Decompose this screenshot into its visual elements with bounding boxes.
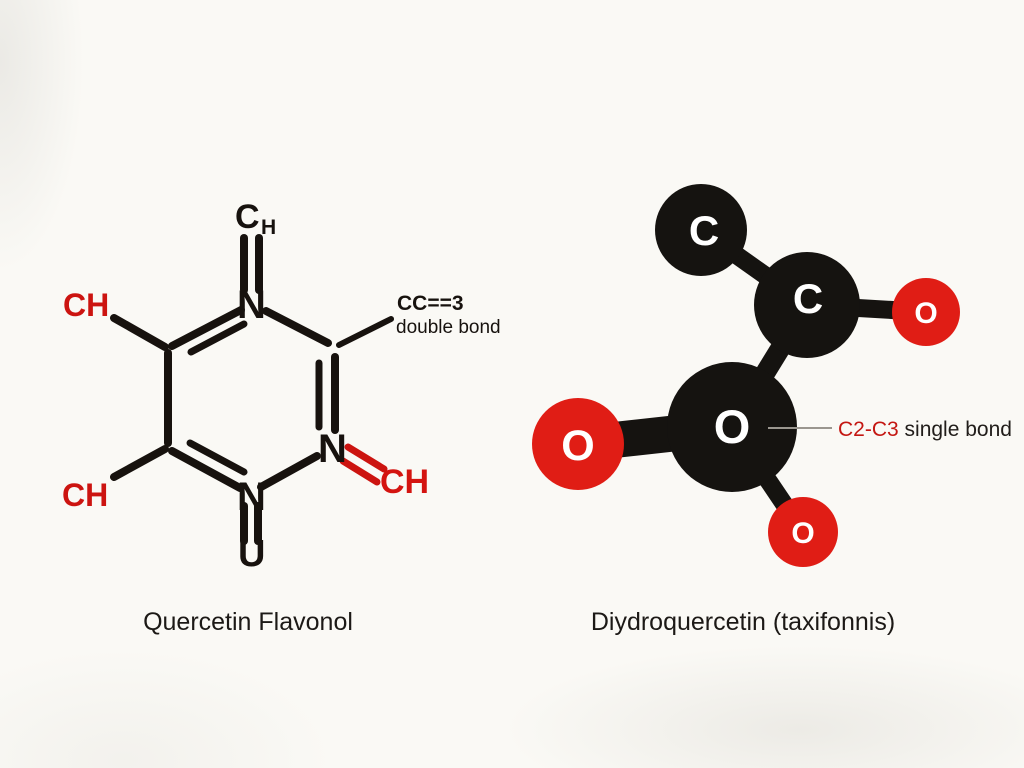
atom-ball-C1 — [655, 184, 747, 276]
single-bond-callout: C2-C3 single bond — [768, 418, 1012, 441]
top-carbon-label: C — [235, 198, 260, 236]
nitrogen-label-top: N — [237, 283, 266, 327]
atom-ball-O-right — [892, 278, 960, 346]
ball-and-stick-structure: C C O O O O C2-C3 single bond Diydroquer… — [532, 184, 1012, 636]
annotation-pointer-line — [336, 316, 394, 348]
nitrogen-label-lower-right: N — [318, 427, 347, 471]
atom-ball-O-central — [667, 362, 797, 492]
flavonol-skeletal-structure: C H N N N U CH CH CH CC==3 double bond Q… — [62, 198, 501, 636]
atom-letter-C2: C — [793, 275, 823, 322]
callout-highlight: C2-C3 — [838, 418, 899, 441]
atom-ball-C2 — [754, 252, 860, 358]
callout-rest: single bond — [899, 418, 1012, 441]
atom-ball-O-bottom — [768, 497, 838, 567]
callout-text: C2-C3 single bond — [838, 418, 1012, 441]
ring-bond-lowerleft-bottomN-outer — [168, 447, 244, 492]
bond-rightN-CH-red-lower — [339, 457, 381, 486]
molecule-atom-letters: C C O O O O — [561, 207, 937, 550]
bond-rightN-CH-red-upper — [344, 443, 388, 473]
u-label-bottom: U — [238, 533, 265, 575]
ch-label-right: CH — [380, 463, 429, 501]
molecule-atoms — [532, 184, 960, 567]
ring-bond-upperright-topN — [262, 307, 332, 347]
nitrogen-label-bottom: N — [237, 475, 266, 519]
ring-bond-topN-upperleft-inner — [187, 320, 248, 356]
bond-lowerleft-CH — [110, 445, 169, 481]
atom-letter-O-bottom: O — [791, 517, 814, 550]
ch-label-lower-left: CH — [62, 477, 108, 513]
ring-bond-bottomN-rightN — [257, 452, 321, 491]
top-carbon-subscript: H — [261, 216, 276, 239]
ch-label-upper-left: CH — [63, 287, 109, 323]
flavonol-exocyclic-bonds — [110, 234, 394, 545]
annotation-cc3: CC==3 — [397, 292, 464, 315]
flavonol-ring — [164, 306, 339, 492]
atom-letter-O-left: O — [561, 422, 594, 470]
right-caption: Diydroquercetin (taxifonnis) — [591, 608, 895, 636]
ring-bond-topN-upperleft-outer — [168, 306, 245, 350]
atom-ball-O-left — [532, 398, 624, 490]
atom-letter-O-central: O — [714, 400, 751, 453]
annotation-double-bond: double bond — [396, 317, 501, 338]
left-caption: Quercetin Flavonol — [143, 608, 353, 636]
atom-letter-C1: C — [689, 207, 719, 254]
ring-bond-lowerleft-bottomN-inner — [186, 439, 248, 476]
bond-upperleft-CH — [110, 314, 169, 351]
atom-letter-O-right: O — [914, 297, 937, 330]
